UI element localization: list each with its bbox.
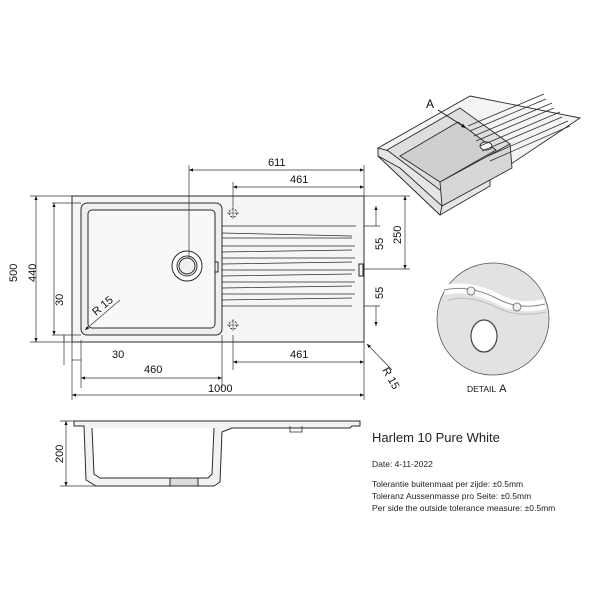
tap-hole-top [227,207,239,219]
section-inner [91,427,215,479]
iso-bowl-inner [399,121,497,183]
section-view [73,420,361,487]
detail-marker-label: A [426,97,434,111]
drainer-ribs [221,225,356,312]
tolerance-nl: Tolerantie buitenmaat per zijde: ±0.5mm [372,479,524,489]
drainer-outlet [358,263,364,277]
detail-hole [470,319,498,353]
top-view [71,195,365,343]
detail-caption-word: DETAIL [467,384,496,394]
dimension-lines [30,165,410,400]
detail-marker: A [426,97,467,129]
dim-drainer-top: 461 [290,174,308,186]
iso-drainer-ribs [467,93,571,162]
tap-hole-bottom [227,319,239,331]
overflow-slot [214,261,219,273]
dim-bowl-depth: 440 [27,264,39,282]
dim-drainer-bottom: 461 [290,349,308,361]
dim-drainer-depth: 250 [392,226,404,244]
tolerance-en: Per side the outside tolerance measure: … [372,503,556,513]
dim-corner-radius-outer: R 15 [379,366,401,392]
dim-rib-offset-bottom: 55 [374,287,386,299]
dim-overall-span: 611 [268,157,286,169]
dim-overall-depth: 500 [8,264,20,282]
product-title: Harlem 10 Pure White [372,430,500,445]
dim-rib-offset-top: 55 [374,238,386,250]
tolerance-de: Toleranz Aussenmasse pro Seite: ±0.5mm [372,491,532,501]
iso-view [376,93,582,216]
detail-circle [436,262,550,376]
dim-bowl-height: 200 [54,445,66,463]
section-dimension [60,420,96,487]
detail-a-view [436,262,550,376]
dim-bowl-width: 460 [144,364,162,376]
detail-caption-letter: A [499,383,507,395]
dim-left-margin-side: 30 [54,294,66,306]
drain-hole [171,250,203,282]
section-drain [169,477,199,487]
dim-left-margin-bottom: 30 [112,349,124,361]
dim-overall-width: 1000 [208,383,232,395]
iso-bowl-side [377,155,443,216]
drawing-date: Date: 4-11-2022 [372,459,433,469]
